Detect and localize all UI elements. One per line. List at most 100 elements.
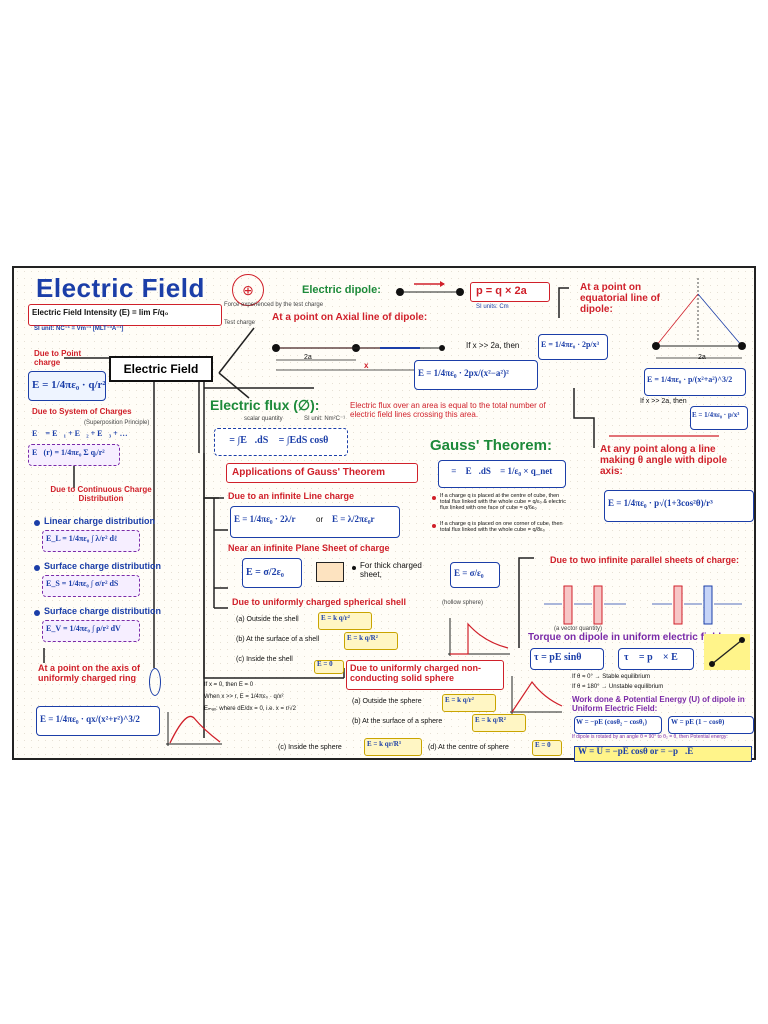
axial-condition: If x >> 2a, then: [466, 341, 520, 350]
linear-formula: E_L = 1/4πε₀ ∫ λ/r² dℓ: [46, 534, 117, 543]
work-note: If dipole is rotated by an angle θ = 90°…: [572, 734, 728, 740]
shell-outside-box: [318, 612, 372, 630]
line-charge-heading: Due to an infinite Line charge: [228, 491, 355, 501]
solid-inside-label: (c) Inside the sphere: [278, 744, 342, 751]
volume-box: [42, 620, 140, 642]
linear-label: Linear charge distribution: [44, 516, 156, 526]
dipole-diagram: [396, 281, 464, 296]
torque-box-2: [618, 648, 694, 670]
point-charge-box: [28, 371, 106, 401]
solid-surface-label: (b) At the surface of a sphere: [352, 718, 443, 725]
line-charge-formula-2: E = λ/2πε₀r: [332, 514, 375, 524]
equatorial-diagram: [652, 278, 746, 359]
linear-box: [42, 530, 140, 552]
equatorial-approx-box: [690, 406, 748, 430]
equatorial-length: 2a: [698, 354, 706, 361]
axial-approx-box: [538, 334, 608, 360]
any-point-box: [604, 490, 754, 522]
bullet-icon: [34, 610, 40, 616]
axial-length: 2a: [304, 354, 312, 361]
shell-heading: Due to uniformly charged spherical shell: [232, 597, 407, 607]
equatorial-approx-formula: E = 1/4πε₀ · p/x³: [692, 411, 740, 419]
volume-formula: E_V = 1/4πε₀ ∫ ρ/r² dV: [46, 624, 121, 633]
system-formula-1: E⃗ = E⃗₁ + E⃗₂ + E⃗₃ + …: [32, 429, 128, 438]
work-box-2: [668, 716, 754, 734]
continuous-heading: Due to Continuous Charge Distribution: [50, 485, 152, 503]
line-charge-box: [230, 506, 400, 538]
solid-heading: Due to uniformly charged non-conducting …: [350, 663, 482, 683]
flux-si: SI unit: Nm²C⁻¹: [304, 416, 346, 422]
gauss-heading: Gauss' Theorem:: [430, 437, 552, 454]
dipole-si: SI units: Cm: [476, 304, 509, 310]
flux-scalar: scalar quantity: [244, 416, 283, 422]
sheet-formula-1: E = σ/2ε₀: [246, 567, 284, 578]
ring-formula: E = 1/4πε₀ · qx/(x²+r²)^3/2: [40, 714, 140, 724]
any-point-formula: E = 1/4πε₀ · p√(1+3cos²θ)/r³: [608, 498, 713, 508]
equatorial-heading: At a point on equatorial line of dipole:: [580, 282, 661, 315]
surface-label: Surface charge distribution: [44, 561, 162, 571]
torque-stable: If θ = 0° → Stable equilibrium: [572, 674, 650, 680]
sheet-thick-label: For thick charged sheet,: [360, 561, 422, 579]
work-heading: Work done & Potential Energy (U) of dipo…: [572, 695, 745, 713]
solid-inside-box: [364, 738, 422, 756]
bullet-icon: [432, 496, 436, 500]
shell-outside-formula: E = k q/r²: [321, 614, 350, 622]
gauss-bullet-1: If a charge q is placed at the centre of…: [440, 493, 566, 512]
parallel-sheets-diagram: [544, 585, 742, 625]
solid-outside-box: [442, 694, 496, 712]
sheet-box: [242, 558, 302, 588]
potential-energy-formula: W = U = −pE cosθ or = −p⃗.E⃗: [578, 746, 701, 756]
shell-outside-label: (a) Outside the shell: [236, 616, 299, 623]
ring-heading: At a point on the axis of uniformly char…: [38, 663, 141, 683]
flux-heading: Electric flux (∅):: [210, 397, 320, 413]
applications-heading: Applications of Gauss' Theorem: [232, 467, 385, 478]
volume-label: Surface charge distribution: [44, 606, 162, 616]
sheet-icon: [316, 562, 344, 582]
solid-surface-box: [472, 714, 526, 732]
system-box: [28, 444, 120, 466]
sheet-thick-box: [450, 562, 500, 588]
shell-surface-box: [344, 632, 398, 650]
gauss-formula: ∅ = ∮E⃗.dS⃗ = 1/ε₀ × q_net: [442, 466, 553, 476]
dipole-box: [470, 282, 550, 302]
flux-description: Electric flux over an area is equal to t…: [350, 401, 546, 419]
any-point-heading: At any point along a line making θ angle…: [600, 444, 728, 477]
shell-inside-box: [314, 660, 344, 674]
solid-heading-box: [346, 660, 504, 690]
intensity-note-force: Force experienced by the test charge: [224, 302, 324, 308]
solid-surface-formula: E = k q/R²: [475, 716, 506, 724]
shell-field-graph: [448, 618, 510, 656]
ring-note-2: When x >> r, E = 1/4πε₀ · q/x²: [204, 694, 284, 700]
flux-formula: ∅ = ∫E⃗.dS⃗ = ∫EdS cosθ: [219, 435, 329, 446]
electric-field-badge: Electric Field: [109, 356, 213, 382]
ring-icon: [149, 668, 161, 696]
axial-approx-formula: E = 1/4πε₀ · 2p/x³: [541, 340, 600, 349]
torque-dipole-icon: [704, 634, 750, 670]
torque-unstable: If θ = 180° → Unstable equilibrium: [572, 684, 664, 690]
point-charge-heading: Due to Point charge: [34, 349, 82, 367]
applications-box: [226, 463, 418, 483]
surface-formula: E_S = 1/4πε₀ ∫ σ/r² dS: [46, 579, 119, 588]
axial-heading: At a point on Axial line of dipole:: [272, 312, 428, 323]
bullet-icon: [34, 520, 40, 526]
bullet-icon: [432, 524, 436, 528]
flux-box: [214, 428, 348, 456]
bullet-icon: [352, 566, 356, 570]
solid-outside-label: (a) Outside the sphere: [352, 698, 422, 705]
ring-note-3: Eₘₐₓ: where dE/dx = 0, i.e. x = r/√2: [204, 706, 296, 712]
line-charge-formula-1: E = 1/4πε₀ · 2λ/r: [234, 514, 296, 524]
shell-hollow: (hollow sphere): [442, 600, 484, 606]
solid-centre-label: (d) At the centre of sphere: [428, 744, 509, 751]
system-heading: Due to System of Charges: [32, 407, 132, 416]
dipole-formula: p = q × 2a: [476, 285, 527, 297]
equatorial-condition: If x >> 2a, then: [640, 398, 687, 405]
sheet-formula-2: E = σ/ε₀: [454, 568, 484, 578]
gauss-bullet-2: If a charge q is placed on one corner of…: [440, 521, 563, 534]
shell-inside-label: (c) Inside the shell: [236, 656, 293, 663]
ring-field-curve: [166, 712, 222, 746]
parallel-heading: Due to two infinite parallel sheets of c…: [550, 555, 740, 565]
potential-energy-box: [574, 746, 752, 762]
system-principle: (Superposition Principle): [84, 420, 150, 426]
bullet-icon: [34, 565, 40, 571]
charge-icon: ⊕: [232, 274, 264, 306]
